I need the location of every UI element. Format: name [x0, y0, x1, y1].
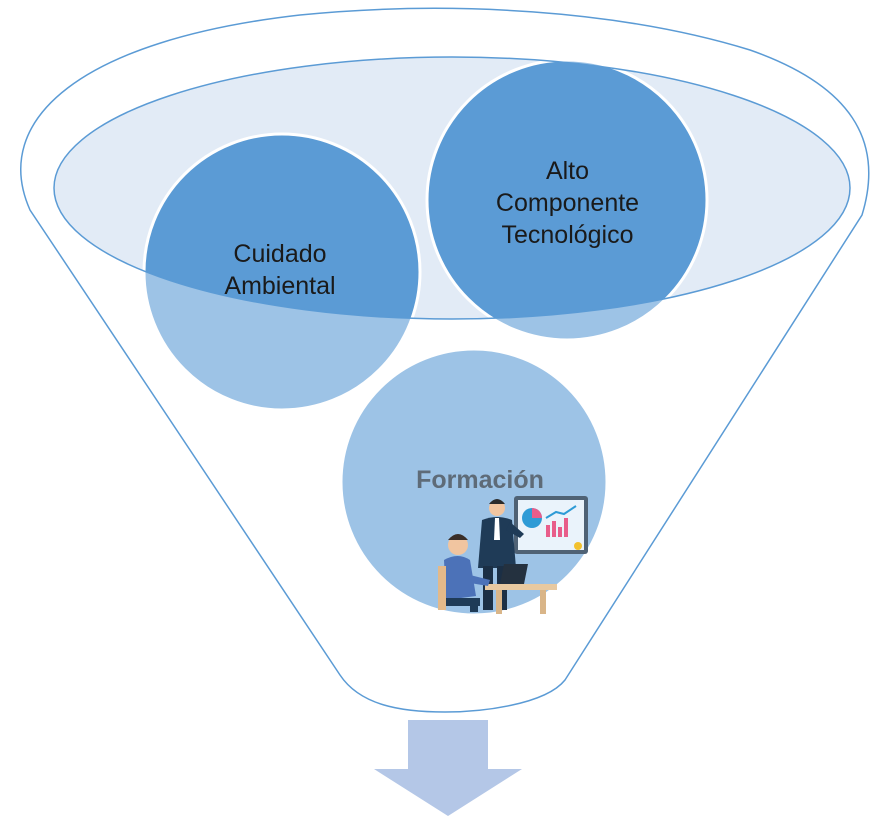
alto-componente-label: Alto Componente Tecnológico — [445, 155, 690, 251]
cuidado-ambiental-label: Cuidado Ambiental — [165, 238, 395, 302]
formacion-label-text: Formación — [416, 466, 544, 494]
alto-label-line3: Tecnológico — [501, 221, 634, 249]
alto-label-line1: Alto — [545, 157, 590, 185]
alto-label-line2: Componente — [495, 189, 640, 217]
cuidado-label-line2: Ambiental — [224, 272, 336, 300]
funnel-rim-outline — [53, 56, 851, 320]
formacion-label: Formación — [370, 464, 590, 496]
down-arrow-icon — [374, 720, 522, 816]
presenter-illustration-icon — [438, 496, 588, 614]
cuidado-label-line1: Cuidado — [233, 240, 327, 268]
